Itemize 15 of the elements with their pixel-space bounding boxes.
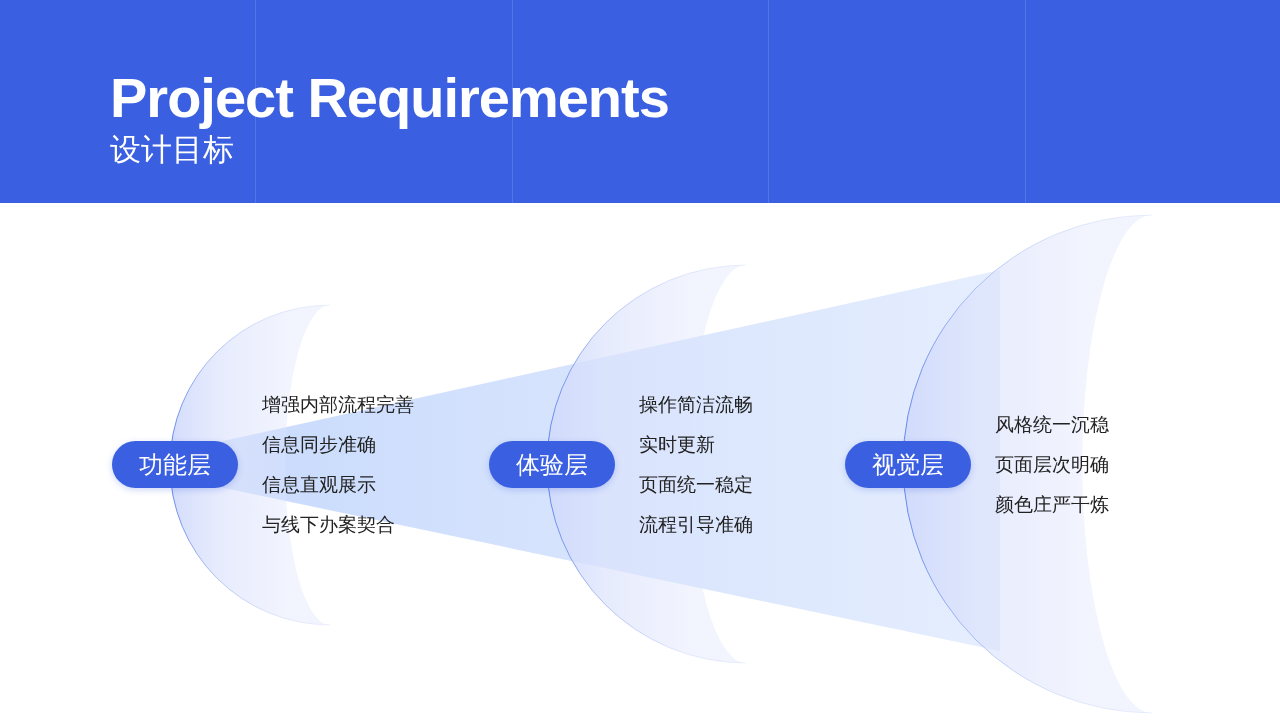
requirement-item: 风格统一沉稳 [995,412,1109,436]
requirement-item: 流程引导准确 [639,512,753,536]
layer-pill: 视觉层 [845,441,971,488]
requirement-item: 信息同步准确 [262,432,376,456]
requirement-item: 页面层次明确 [995,452,1109,476]
requirement-item: 信息直观展示 [262,472,376,496]
requirement-item: 颜色庄严干炼 [995,492,1109,516]
layer-pill: 功能层 [112,441,238,488]
requirement-item: 与线下办案契合 [262,512,395,536]
requirement-item: 实时更新 [639,432,715,456]
requirement-item: 页面统一稳定 [639,472,753,496]
subtitle: 设计目标 [110,131,234,167]
requirement-item: 操作简洁流畅 [639,392,753,416]
layer-pill: 体验层 [489,441,615,488]
requirement-item: 增强内部流程完善 [262,392,414,416]
